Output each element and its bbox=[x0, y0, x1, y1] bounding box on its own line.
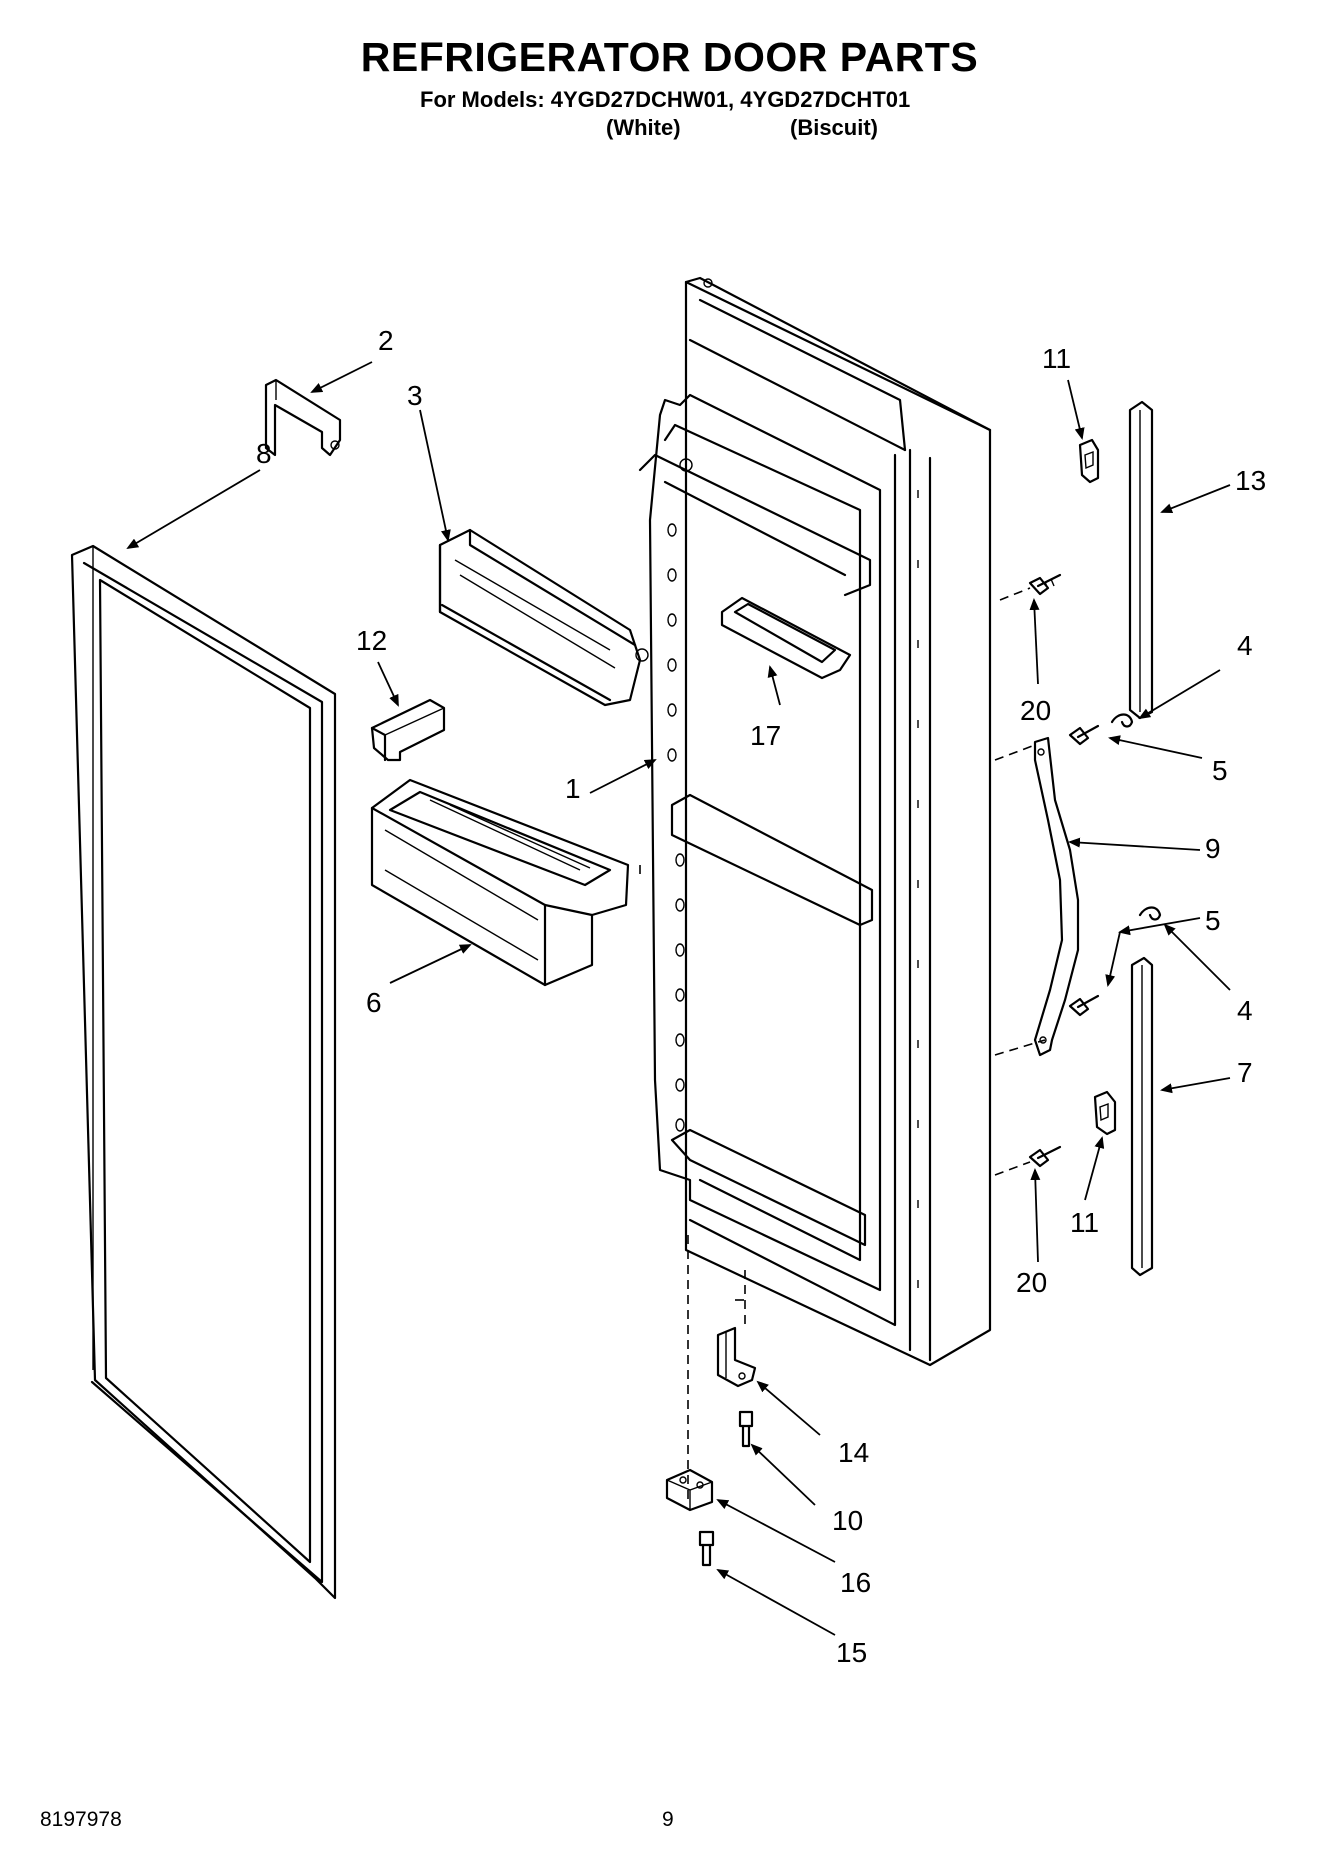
callout-labels: 2 3 8 12 1 17 6 11 13 4 20 5 9 5 4 7 11 … bbox=[256, 325, 1266, 1668]
callout-11-top: 11 bbox=[1042, 343, 1071, 374]
hinge-screw-15 bbox=[698, 1530, 715, 1567]
hinge-block-part bbox=[665, 1468, 714, 1512]
dairy-door-part bbox=[438, 528, 649, 707]
bin-clip-part bbox=[370, 698, 446, 762]
callout-16: 16 bbox=[840, 1567, 871, 1598]
callout-5-bottom: 5 bbox=[1205, 905, 1221, 936]
callout-4-top: 4 bbox=[1237, 630, 1253, 661]
page-number: 9 bbox=[662, 1808, 674, 1831]
trim-strip-bottom bbox=[1130, 956, 1154, 1277]
screw-5-top bbox=[1068, 724, 1100, 746]
screw-20-top bbox=[1028, 573, 1062, 596]
models-line: For Models: 4YGD27DCHW01, 4YGD27DCHT01 bbox=[420, 87, 911, 112]
callout-10: 10 bbox=[832, 1505, 863, 1536]
handle-clip-top bbox=[1110, 713, 1134, 728]
document-number: 8197978 bbox=[40, 1808, 122, 1831]
callout-12: 12 bbox=[356, 625, 387, 656]
trim-strip-top bbox=[1128, 400, 1154, 720]
door-handle bbox=[1033, 736, 1080, 1057]
callout-8: 8 bbox=[256, 438, 272, 469]
hinge-screw-10 bbox=[738, 1410, 754, 1448]
hinge-pin-part bbox=[716, 1326, 757, 1388]
callout-17: 17 bbox=[750, 720, 781, 751]
refrigerator-door bbox=[638, 276, 992, 1367]
color-biscuit-label: (Biscuit) bbox=[790, 115, 878, 140]
callout-7: 7 bbox=[1237, 1057, 1253, 1088]
callout-15: 15 bbox=[836, 1637, 867, 1668]
callout-5-top: 5 bbox=[1212, 755, 1228, 786]
callout-9: 9 bbox=[1205, 833, 1221, 864]
callout-14: 14 bbox=[838, 1437, 869, 1468]
leader-lines bbox=[126, 361, 1231, 1636]
callout-1: 1 bbox=[565, 773, 581, 804]
screw-20-bottom bbox=[1028, 1145, 1062, 1168]
alignment-lines bbox=[639, 587, 1046, 1505]
callout-6: 6 bbox=[366, 987, 382, 1018]
callout-20-bottom: 20 bbox=[1016, 1267, 1047, 1298]
callout-2: 2 bbox=[378, 325, 394, 356]
hinge-bracket-part bbox=[264, 378, 342, 457]
screw-5-bottom bbox=[1068, 994, 1100, 1017]
callout-11-bottom: 11 bbox=[1070, 1207, 1099, 1238]
door-bin-part bbox=[370, 778, 630, 987]
page-title: REFRIGERATOR DOOR PARTS bbox=[360, 34, 979, 80]
trim-clip-top bbox=[1078, 438, 1100, 484]
color-white-label: (White) bbox=[606, 115, 681, 140]
callout-4-bottom: 4 bbox=[1237, 995, 1253, 1026]
handle-clip-bottom bbox=[1138, 906, 1162, 921]
callout-20-top: 20 bbox=[1020, 695, 1051, 726]
door-tray-part bbox=[720, 596, 852, 680]
callout-13: 13 bbox=[1235, 465, 1266, 496]
callout-3: 3 bbox=[407, 380, 423, 411]
door-gasket bbox=[70, 544, 337, 1600]
trim-clip-bottom bbox=[1093, 1090, 1117, 1136]
